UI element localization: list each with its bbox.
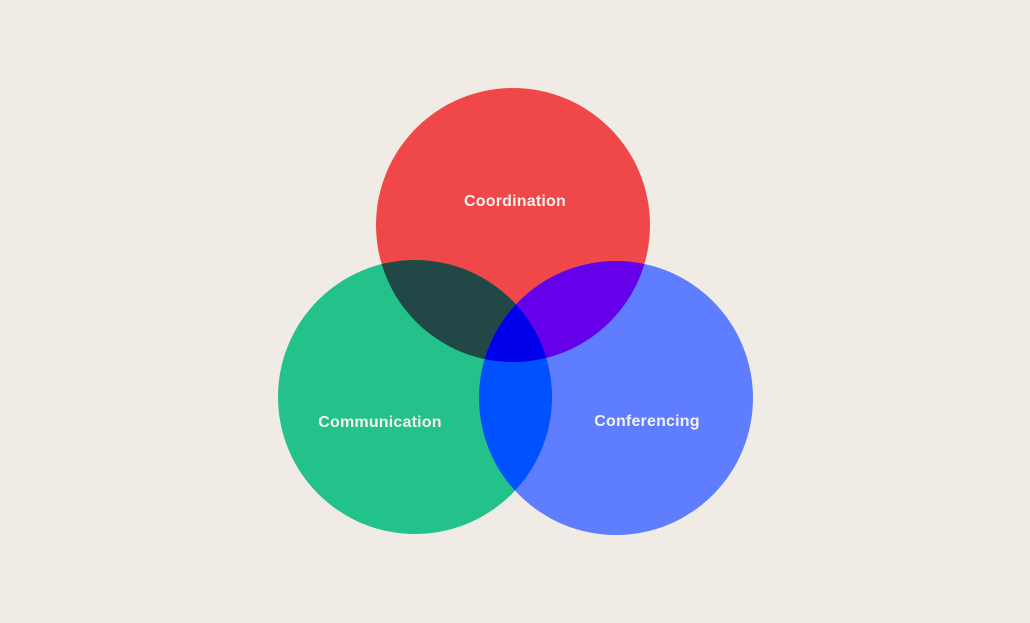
overlap-coordination-communication (376, 260, 552, 362)
label-communication: Communication (318, 414, 442, 431)
overlap-coordination-conferencing (479, 261, 650, 362)
label-coordination: Coordination (464, 193, 566, 210)
label-conferencing: Conferencing (594, 413, 700, 430)
